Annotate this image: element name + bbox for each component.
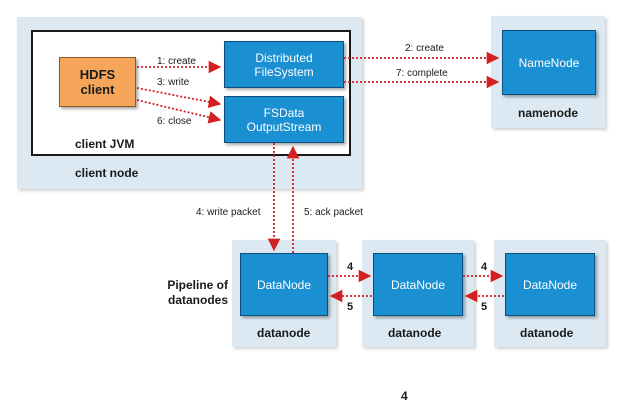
label-pipeline-forward-2: 4: [481, 261, 488, 273]
label-pipeline-back-2: 5: [481, 301, 488, 313]
datanode-box-3: DataNode: [505, 253, 595, 316]
label-create-2: 2: create: [405, 43, 444, 54]
label-ack-packet-5: 5: ack packet: [304, 207, 363, 218]
label-close-6: 6: close: [157, 116, 192, 127]
datanode-box-2: DataNode: [373, 253, 463, 316]
datanode-label-2: datanode: [388, 326, 442, 340]
pipeline-label: Pipeline of datanodes: [167, 278, 228, 307]
namenode-label: namenode: [518, 106, 579, 120]
datanode-box-1: DataNode: [240, 253, 328, 316]
client-node-label: client node: [75, 166, 139, 180]
namenode-box: NameNode: [502, 30, 596, 95]
label-pipeline-back-1: 5: [347, 301, 354, 313]
label-write-3: 3: write: [157, 77, 190, 88]
label-complete-7: 7: complete: [396, 68, 448, 79]
label-pipeline-forward-1: 4: [347, 261, 354, 273]
arrow-write-3: [136, 87, 222, 109]
hdfs-client-box: HDFS client: [59, 57, 136, 107]
client-jvm-label: client JVM: [75, 137, 135, 151]
fsdata-outputstream-box: FSData OutputStream: [224, 96, 344, 143]
datanode-label-3: datanode: [520, 326, 574, 340]
figure-number: 4: [401, 389, 408, 403]
label-write-packet-4: 4: write packet: [196, 207, 261, 218]
datanode-label-1: datanode: [257, 326, 311, 340]
label-create-1: 1: create: [157, 56, 196, 67]
distributed-filesystem-box: Distributed FileSystem: [224, 41, 344, 88]
